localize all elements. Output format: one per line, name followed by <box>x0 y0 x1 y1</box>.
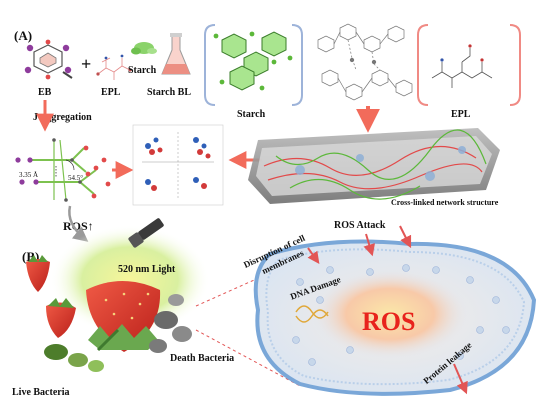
angle-label: 54.5° <box>68 174 83 182</box>
crosslinked-network-illustration <box>248 128 500 204</box>
ros-up-label: ROS↑ <box>63 219 94 233</box>
crosslinked-label: Cross-linked network structure <box>391 198 499 207</box>
plus-sign: + <box>81 54 91 74</box>
starch-bl-label: Starch BL <box>147 87 191 98</box>
j-aggregate-structure <box>15 138 111 202</box>
dead-bacteria-cluster <box>149 294 192 353</box>
j-aggregation-label: J-aggregation <box>33 112 92 123</box>
orbital-diagram <box>132 124 224 206</box>
distance-label: 3.35 Å <box>19 171 38 179</box>
live-bacteria-label: Live Bacteria <box>12 387 69 398</box>
epl-box-label: EPL <box>451 109 471 120</box>
zoom-lines <box>195 271 301 387</box>
epl-label: EPL <box>101 87 121 98</box>
eb-label: EB <box>38 87 52 98</box>
strawberry-main <box>86 281 161 352</box>
light-label: 520 nm Light <box>118 264 176 275</box>
eb-molecule <box>24 39 73 80</box>
flask-icon <box>161 33 191 75</box>
crosslinked-polymer-structure <box>317 23 413 101</box>
starch-structure-box <box>204 24 303 106</box>
attack-arrows <box>307 225 468 395</box>
starch-label: Starch <box>128 65 157 76</box>
starch-box-label: Starch <box>237 109 266 120</box>
live-bacteria-cluster <box>44 328 120 372</box>
strawberry-small-left <box>46 298 76 338</box>
death-bacteria-label: Death Bacteria <box>170 353 234 364</box>
bacterial-cell <box>253 239 537 396</box>
strawberry-small-top <box>26 255 50 292</box>
epl-molecule <box>96 54 132 80</box>
flashlight-icon <box>128 218 164 248</box>
starch-powder-icon <box>131 42 157 55</box>
ros-center-label: ROS <box>362 307 415 336</box>
epl-structure-box <box>417 24 521 106</box>
panel-a-label: (A) <box>14 28 32 43</box>
ros-attack-label: ROS Attack <box>334 220 386 231</box>
